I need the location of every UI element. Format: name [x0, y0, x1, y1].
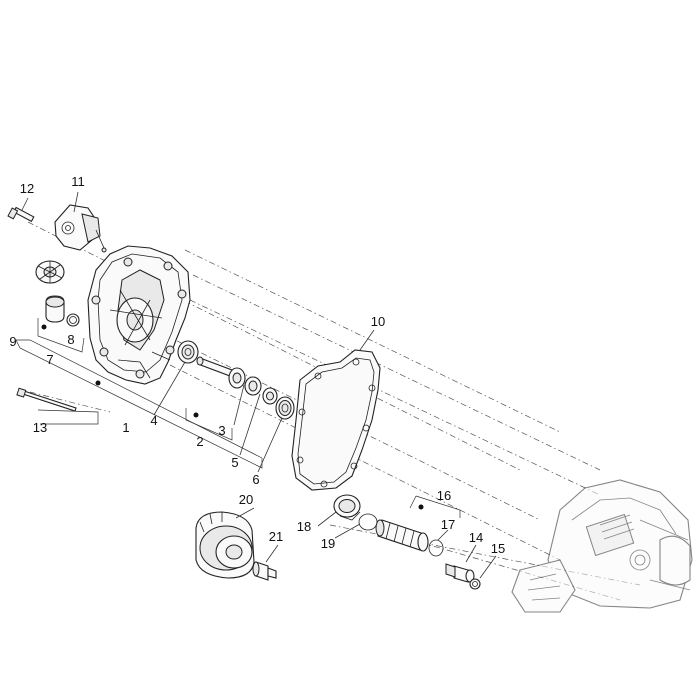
callout-9: 9 [9, 334, 16, 349]
callout-11: 11 [71, 174, 85, 189]
callout-3: 3 [218, 423, 225, 438]
bearing-part-5 [244, 376, 278, 405]
bullet-group-7 [41, 324, 47, 330]
callout-16: 16 [437, 488, 451, 503]
oil-seal-part-6 [275, 396, 295, 420]
callout-2: 2 [196, 434, 203, 449]
callout-7: 7 [46, 352, 53, 367]
plug-part-18 [333, 494, 361, 521]
callout-5: 5 [231, 455, 238, 470]
o-ring-part-19 [358, 513, 378, 531]
callout-14: 14 [469, 530, 483, 545]
bolt-part-12 [7, 206, 35, 223]
bushing-part-8 [45, 295, 80, 327]
callout-21: 21 [269, 529, 283, 544]
strainer-part-16 [375, 519, 429, 552]
callout-18: 18 [297, 519, 311, 534]
callout-17: 17 [441, 517, 455, 532]
callout-4: 4 [150, 413, 157, 428]
pump-bracket-part-11 [54, 204, 107, 253]
callout-8: 8 [67, 332, 74, 347]
engine-assembly-background [511, 479, 693, 613]
gasket-part-10 [291, 349, 381, 491]
callout-13: 13 [33, 420, 47, 435]
long-bolt-part-13 [16, 387, 77, 412]
callout-1: 1 [122, 420, 129, 435]
callout-20: 20 [239, 492, 253, 507]
bullet-group-2 [193, 412, 199, 418]
washer-part-15 [469, 578, 481, 590]
callout-15: 15 [491, 541, 505, 556]
bullet-group-1 [95, 380, 101, 386]
bearing-part-4 [177, 340, 199, 364]
callout-labels: 11 12 10 8 9 7 13 1 4 2 3 5 6 20 21 18 1… [9, 174, 505, 556]
shaft-part-3 [196, 356, 246, 389]
bullet-group-16 [418, 504, 424, 510]
impeller-part-9 [35, 260, 65, 284]
callout-10: 10 [371, 314, 385, 329]
callout-12: 12 [20, 181, 34, 196]
sensor-part-14 [445, 563, 475, 583]
group-brackets [15, 318, 461, 518]
crankcase-cover-part-1 [87, 245, 191, 385]
callout-6: 6 [252, 472, 259, 487]
oil-filter-part-20 [195, 511, 255, 579]
callout-19: 19 [321, 536, 335, 551]
assembly-lines [27, 221, 641, 601]
nipple-part-21 [252, 561, 277, 581]
bullet-markers [41, 324, 424, 510]
ring-part-17 [428, 539, 444, 557]
